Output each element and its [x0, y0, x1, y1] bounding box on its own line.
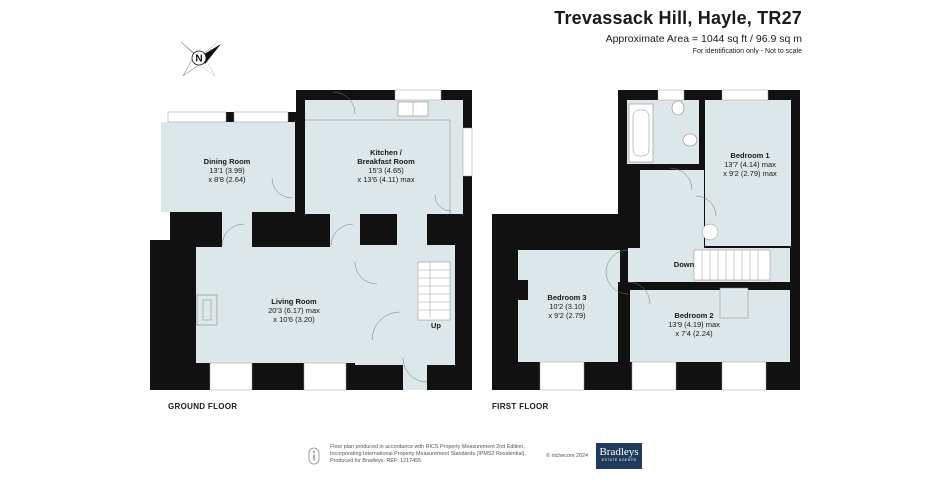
bedroom1-dim2: x 9'2 (2.79) max	[723, 169, 777, 178]
approximate-area: Approximate Area = 1044 sq ft / 96.9 sq …	[605, 33, 802, 45]
kitchen-dim1: 15'3 (4.65)	[368, 166, 404, 175]
logo-sub: ESTATE AGENTS	[601, 458, 637, 462]
ground-stairs	[417, 261, 451, 321]
copyright: © nichecom 2024	[546, 453, 589, 459]
bradleys-logo: Bradleys ESTATE AGENTS	[596, 443, 642, 469]
bedroom1-window	[721, 89, 769, 101]
dining-window	[167, 111, 227, 123]
bedroom2-name: Bedroom 2	[674, 311, 713, 320]
bedroom1-name: Bedroom 1	[730, 151, 769, 160]
footer-line1: Floor plan produced in accordance with R…	[330, 444, 525, 450]
bath-icon	[628, 103, 654, 163]
footer-text: Floor plan produced in accordance with R…	[330, 444, 526, 465]
stairs-up-label: Up	[431, 321, 441, 330]
bedroom3-dim2: x 9'2 (2.79)	[548, 311, 586, 320]
stairs-down-label: Down	[674, 260, 695, 269]
bedroom3-floor	[518, 250, 620, 362]
bedroom2-window-left	[631, 361, 677, 391]
living-window-left	[209, 362, 253, 391]
kitchen-dim2: x 13'6 (4.11) max	[357, 175, 414, 184]
dining-room-dim1: 13'1 (3.99)	[209, 166, 245, 175]
dining-room-floor	[161, 122, 295, 212]
info-icon	[308, 447, 320, 465]
property-title: Trevassack Hill, Hayle, TR27	[554, 8, 802, 28]
bedroom3-dim1: 10'2 (3.10)	[549, 302, 585, 311]
identification-note: For identification only - Not to scale	[692, 48, 802, 55]
toilet-icon	[671, 100, 685, 116]
dining-room-name: Dining Room	[204, 157, 251, 166]
compass-icon: N	[180, 41, 221, 77]
bedroom2-window-right	[721, 361, 767, 391]
basin-icon	[682, 133, 698, 147]
dining-room-dim2: x 8'8 (2.64)	[208, 175, 246, 184]
kitchen-floor	[305, 100, 463, 214]
first-floor-plan: Bedroom 1 13'7 (4.14) max x 9'2 (2.79) m…	[492, 89, 800, 391]
ground-floor-plan: Dining Room 13'1 (3.99) x 8'8 (2.64) Kit…	[150, 89, 473, 391]
bedroom2-dim2: x 7'4 (2.24)	[675, 329, 713, 338]
bedroom2-dim1: 13'9 (4.19) max	[668, 320, 720, 329]
living-window-right	[303, 362, 347, 391]
bedroom2-floor	[630, 290, 790, 362]
footer-line3: Produced for Bradleys. REF: 1217455	[330, 458, 422, 464]
footer-line2: Incorporating International Property Mea…	[330, 451, 526, 457]
header: Trevassack Hill, Hayle, TR27 Approximate…	[554, 8, 802, 55]
first-floor-label: FIRST FLOOR	[492, 402, 549, 411]
compass-letter: N	[195, 54, 202, 65]
bedroom1-floor	[705, 100, 791, 246]
bedroom1-dim1: 13'7 (4.14) max	[724, 160, 776, 169]
logo-name: Bradleys	[599, 446, 639, 458]
bedroom3-name: Bedroom 3	[547, 293, 586, 302]
living-room-name: Living Room	[271, 297, 317, 306]
kitchen-window	[394, 89, 442, 101]
first-stairs	[693, 249, 771, 281]
bedroom3-window	[539, 361, 585, 391]
kitchen-name-line1: Kitchen /	[370, 148, 403, 157]
ground-floor-label: GROUND FLOOR	[168, 402, 238, 411]
living-room-dim2: x 10'6 (3.20)	[273, 315, 315, 324]
living-room-dim1: 20'3 (6.17) max	[268, 306, 320, 315]
kitchen-name-line2: Breakfast Room	[357, 157, 415, 166]
